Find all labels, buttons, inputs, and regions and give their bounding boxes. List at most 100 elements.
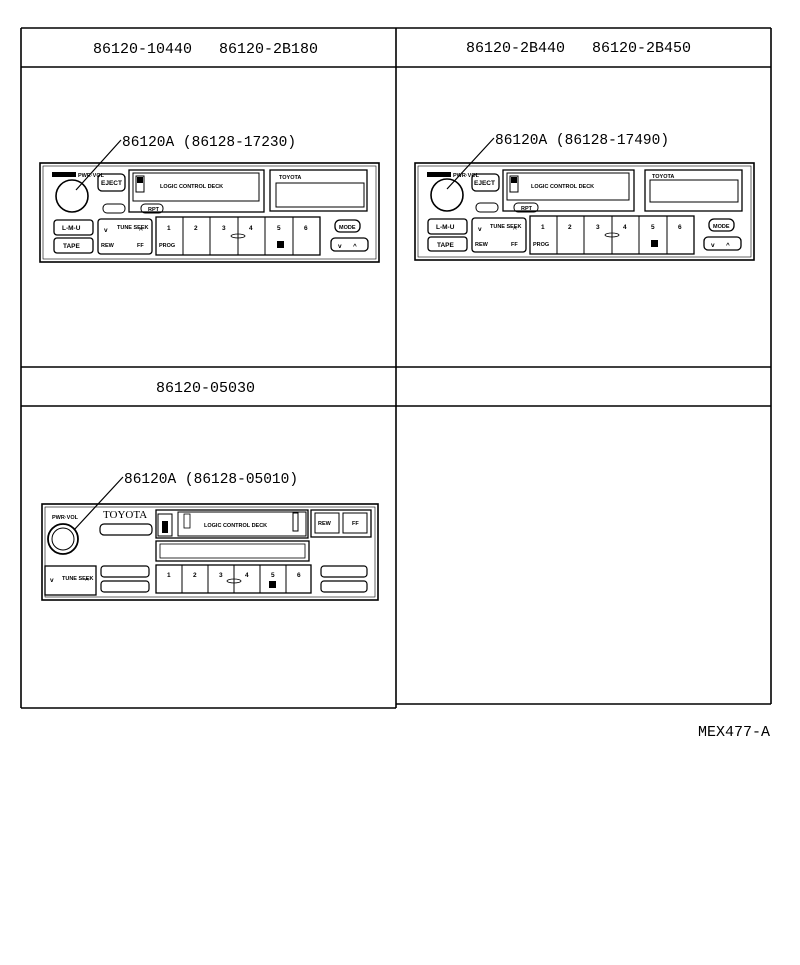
preset-buttons[interactable]: 1 2 3 4 5 6 — [155, 564, 312, 594]
mode-button[interactable] — [320, 565, 368, 578]
svg-text:PROG: PROG — [533, 242, 549, 248]
svg-text:v: v — [711, 242, 715, 249]
svg-text:L-M-U: L-M-U — [436, 224, 455, 231]
preset-buttons[interactable]: 1 2 3 4 5 6 PROG — [155, 216, 321, 256]
svg-text:4: 4 — [623, 224, 627, 231]
svg-text:TUNE SEEK: TUNE SEEK — [62, 576, 94, 582]
cell-1-callout: 86120A (86128-17230) — [122, 135, 296, 151]
preset-6: 6 — [304, 225, 308, 232]
svg-text:REW: REW — [475, 242, 489, 248]
dolby-button[interactable] — [102, 203, 126, 214]
band-button[interactable] — [100, 565, 150, 578]
svg-text:EJECT: EJECT — [101, 180, 122, 187]
volume-knob-icon[interactable] — [47, 523, 79, 555]
svg-text:RPT: RPT — [148, 207, 160, 213]
radio-unit-2: 86120A (86128-17490) PWR·VOL EJECT LOGIC… — [414, 133, 755, 261]
svg-text:3: 3 — [219, 572, 223, 579]
svg-text:REW: REW — [318, 521, 332, 527]
svg-text:3: 3 — [596, 224, 600, 231]
cell-2-callout: 86120A (86128-17490) — [495, 133, 669, 149]
cell-1-header: 86120-10440 86120-2B180 — [93, 41, 318, 58]
ff-button[interactable] — [342, 512, 368, 534]
am-button[interactable] — [100, 580, 150, 593]
rew-button[interactable] — [314, 512, 340, 534]
knob-label: PWR·VOL — [78, 173, 105, 179]
radio-faceplate — [39, 162, 380, 263]
cell-2-header: 86120-2B440 86120-2B450 — [466, 40, 691, 57]
small-buttons[interactable] — [99, 523, 153, 536]
svg-text:v: v — [50, 577, 54, 584]
svg-text:L-M-U: L-M-U — [62, 225, 81, 232]
tune-seek-rocker[interactable] — [471, 217, 527, 253]
mode-button[interactable] — [708, 218, 735, 232]
preset-1: 1 — [167, 225, 171, 232]
radio-faceplate — [414, 162, 755, 261]
preset-buttons[interactable]: 1 2 3 4 5 6 PROG — [529, 215, 695, 255]
svg-text:FF: FF — [511, 242, 518, 248]
tape-button[interactable] — [53, 237, 94, 254]
lmu-button[interactable] — [53, 219, 94, 236]
cell-3-header: 86120-05030 — [156, 380, 255, 397]
svg-text:2: 2 — [568, 224, 572, 231]
display-window — [269, 169, 368, 212]
cell-3-callout: 86120A (86128-05010) — [124, 472, 298, 488]
svg-text:EJECT: EJECT — [474, 180, 495, 187]
preset-5: 5 — [277, 225, 281, 232]
lmu-button[interactable] — [427, 218, 468, 235]
deck-label: LOGIC CONTROL DECK — [204, 523, 267, 529]
leader-line — [75, 139, 122, 191]
svg-text:^: ^ — [139, 226, 143, 234]
preset-2: 2 — [194, 225, 198, 232]
scan-arrow-buttons[interactable] — [330, 237, 369, 252]
svg-text:LOGIC CONTROL DECK: LOGIC CONTROL DECK — [531, 184, 594, 190]
rpt-button[interactable] — [140, 203, 164, 214]
svg-text:^: ^ — [513, 225, 517, 233]
volume-knob-icon[interactable] — [430, 178, 464, 212]
svg-text:1: 1 — [167, 572, 171, 579]
svg-text:^: ^ — [353, 242, 357, 250]
svg-text:RPT: RPT — [521, 206, 533, 212]
knob-label: PWR·VOL — [52, 515, 79, 521]
svg-text:TUNE SEEK: TUNE SEEK — [490, 224, 522, 230]
rpt-button[interactable] — [513, 202, 539, 213]
brand-label: TOYOTA — [279, 175, 301, 181]
svg-text:TOYOTA: TOYOTA — [652, 174, 674, 180]
svg-text:2: 2 — [193, 572, 197, 579]
svg-text:v: v — [104, 227, 108, 234]
cassette-door — [155, 509, 309, 539]
tape-button[interactable] — [427, 236, 468, 252]
deck-label: LOGIC CONTROL DECK — [160, 184, 223, 190]
scan-arrow-buttons[interactable] — [320, 580, 368, 593]
svg-text:MODE: MODE — [713, 224, 730, 230]
svg-text:TAPE: TAPE — [63, 243, 81, 250]
svg-text:v: v — [478, 226, 482, 233]
brand-label: TOYOTA — [103, 509, 147, 521]
volume-knob-icon[interactable] — [55, 179, 89, 213]
svg-text:6: 6 — [678, 224, 682, 231]
eject-button[interactable] — [97, 173, 126, 192]
svg-text:TUNE SEEK: TUNE SEEK — [117, 225, 149, 231]
svg-text:v: v — [338, 243, 342, 250]
preset-3: 3 — [222, 225, 226, 232]
scan-arrow-buttons[interactable] — [703, 236, 742, 251]
dolby-button[interactable] — [475, 202, 499, 213]
mode-button[interactable] — [334, 219, 361, 233]
svg-text:^: ^ — [726, 241, 730, 249]
prog-label: PROG — [159, 243, 175, 249]
radio-unit-1: 86120A (86128-17230) PWR·VOL EJECT LOGIC… — [39, 135, 380, 263]
cassette-door — [502, 169, 635, 212]
radio-faceplate — [41, 503, 379, 601]
svg-text:FF: FF — [352, 521, 359, 527]
svg-text:5: 5 — [651, 224, 655, 231]
svg-text:MODE: MODE — [339, 225, 356, 231]
cassette-door — [128, 169, 265, 213]
tune-seek-rocker[interactable] — [97, 218, 153, 255]
eject-button[interactable] — [471, 173, 500, 192]
display-window — [644, 169, 743, 212]
tune-seek-rocker[interactable] — [44, 565, 97, 596]
svg-text:^: ^ — [85, 576, 89, 584]
svg-text:PWR·VOL: PWR·VOL — [453, 173, 480, 179]
svg-text:6: 6 — [297, 572, 301, 579]
